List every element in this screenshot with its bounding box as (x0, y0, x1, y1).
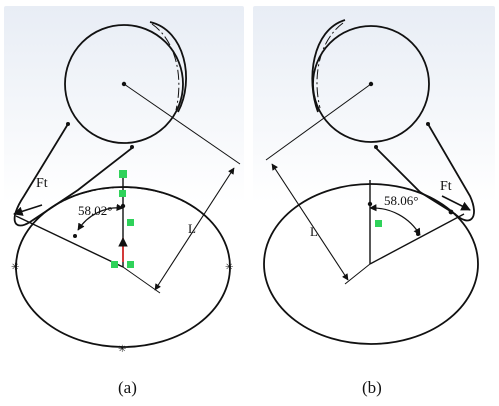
dim-ext-line2-b (344, 263, 371, 285)
lower-ellipse-b[interactable] (263, 183, 479, 345)
sketch-a: Ft 58.02° L ✳ ✳ ✳ (11, 21, 241, 355)
point-b2[interactable] (426, 122, 430, 126)
dimension-label-a: L (188, 221, 196, 236)
upper-circle-a[interactable] (64, 24, 184, 144)
point-b1[interactable] (367, 201, 373, 207)
dimension-line-b[interactable] (271, 163, 349, 281)
angle-label-b: 58.06° (384, 193, 418, 208)
force-label-a: Ft (36, 176, 48, 191)
dim-ext-line-b (265, 83, 372, 161)
link-arm-b[interactable] (375, 123, 475, 222)
vertical-icon[interactable] (127, 219, 134, 226)
cam-lobe-a[interactable] (149, 21, 187, 113)
dim-ext-line-a (123, 83, 241, 165)
link-arm-a[interactable] (13, 123, 133, 227)
contact-point-b[interactable] (448, 209, 454, 215)
point-a4[interactable] (73, 234, 77, 238)
force-label-b: Ft (440, 179, 452, 194)
angle-arc-a[interactable] (77, 203, 124, 231)
point-b3[interactable] (374, 145, 378, 149)
point-a1[interactable] (120, 203, 126, 209)
point-a2[interactable] (66, 122, 70, 126)
midpoint-icon[interactable] (111, 261, 118, 268)
caption-a: (a) (118, 378, 137, 397)
angle-arc-b[interactable] (369, 204, 421, 236)
ellipse-marker-left-a: ✳ (11, 262, 19, 273)
ellipse-marker-right-a: ✳ (225, 262, 233, 273)
cam-centerline-a (151, 23, 180, 111)
sketch-b: Ft 58.06° L (263, 19, 479, 345)
point-b4[interactable] (416, 232, 420, 236)
ellipse-marker-bottom-a: ✳ (118, 344, 126, 355)
midpoint-icon-2[interactable] (127, 261, 134, 268)
angle-label-a: 58.02° (78, 203, 112, 218)
dimension-label-b: L (310, 224, 318, 239)
contact-line-a[interactable] (15, 215, 124, 268)
coincident-icon-2[interactable] (119, 190, 126, 197)
vertical-icon-b[interactable] (375, 220, 382, 227)
caption-b: (b) (362, 378, 382, 397)
dim-ext-line2-a (122, 266, 161, 294)
dimension-line-a[interactable] (154, 167, 235, 291)
contact-line-b[interactable] (369, 213, 465, 265)
force-arrow-a[interactable] (13, 204, 43, 216)
cam-centerline-b (316, 22, 344, 109)
cam-lobe-b[interactable] (311, 19, 346, 113)
coincident-icon[interactable] (119, 170, 127, 178)
point-a3[interactable] (130, 145, 134, 149)
force-arrow-b[interactable] (441, 195, 471, 211)
